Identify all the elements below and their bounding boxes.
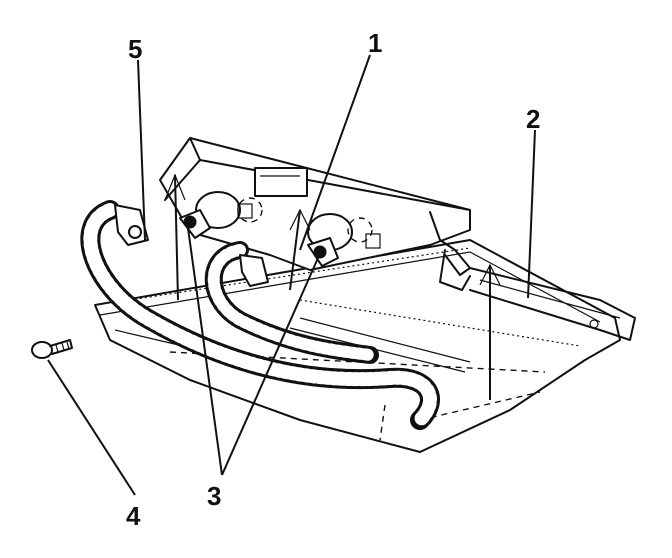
bulb-socket-left [179,209,211,239]
bulb-socket-right [307,237,339,267]
leader-lines [47,54,536,496]
callout-3: 3 [207,481,221,511]
connector-left [114,204,149,246]
callout-4: 4 [126,501,141,531]
callout-2: 2 [526,104,540,134]
callout-1: 1 [368,28,382,58]
connector-center [239,254,269,287]
callout-5: 5 [128,34,142,64]
high-mount-lamp-housing [159,137,471,291]
wiring-harness [80,200,440,430]
roof-rail [469,267,636,341]
mounting-screw [31,339,73,359]
